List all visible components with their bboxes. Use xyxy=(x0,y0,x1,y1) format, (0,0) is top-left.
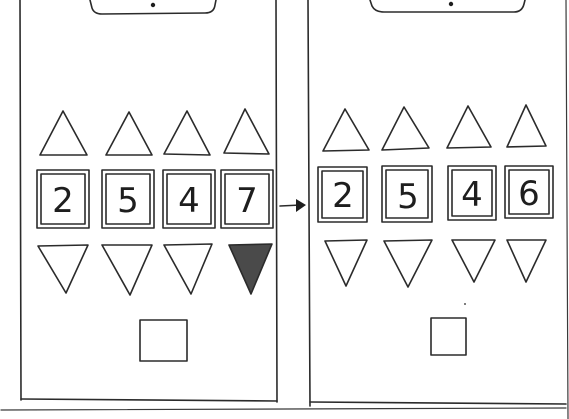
panel-before: 2 5 4 7 xyxy=(19,0,278,403)
panel-after-display-dot xyxy=(448,1,454,7)
digit-value: 5 xyxy=(117,181,139,221)
down-arrow-button[interactable] xyxy=(37,244,89,294)
up-arrow-button[interactable] xyxy=(39,110,88,156)
panel-before-up-arrows[interactable] xyxy=(39,108,270,156)
digit-box-inner xyxy=(508,169,550,215)
digit-box xyxy=(317,166,368,223)
digit-box xyxy=(220,169,274,229)
panel-after-submit-button[interactable] xyxy=(430,317,467,356)
down-arrow-button[interactable] xyxy=(383,239,433,288)
up-arrow-button[interactable] xyxy=(223,108,270,155)
digit-box-inner xyxy=(40,173,86,225)
digit-value: 5 xyxy=(397,177,419,217)
digit-box-inner xyxy=(105,173,151,225)
up-arrow-button[interactable] xyxy=(381,106,430,151)
digit-value: 4 xyxy=(178,181,200,221)
digit-box xyxy=(381,165,433,223)
panel-before-left-border xyxy=(19,0,22,401)
panel-before-display-dot xyxy=(150,2,156,8)
digit-box-inner xyxy=(451,169,493,217)
down-arrow-button[interactable] xyxy=(101,244,153,296)
panel-after-left-border xyxy=(307,0,311,407)
down-arrow-button[interactable] xyxy=(506,239,547,283)
digit-box-inner xyxy=(166,173,212,225)
digit-value: 7 xyxy=(236,181,258,221)
panel-before-down-arrows[interactable] xyxy=(37,243,273,296)
panel-before-submit-button[interactable] xyxy=(139,319,188,362)
digit-box-inner xyxy=(321,170,364,219)
panel-before-top-display xyxy=(89,0,217,15)
digit-box xyxy=(504,165,554,219)
digit-value: 6 xyxy=(518,174,540,214)
down-arrow-button[interactable] xyxy=(451,239,496,283)
panel-after: 2 5 4 6 xyxy=(307,0,567,407)
up-arrow-button[interactable] xyxy=(446,105,492,149)
panel-after-down-arrows[interactable] xyxy=(324,239,547,288)
up-arrow-button[interactable] xyxy=(322,108,370,152)
right-arrow-icon xyxy=(279,199,306,212)
panel-before-right-border xyxy=(275,0,278,403)
digit-box xyxy=(101,169,155,229)
digit-box xyxy=(447,165,497,221)
down-arrow-button[interactable] xyxy=(324,239,368,287)
down-arrow-button[interactable] xyxy=(163,243,213,295)
digit-box-inner xyxy=(224,173,270,225)
panel-before-digit-boxes: 2 5 4 7 xyxy=(36,169,274,229)
panel-after-bottom-border xyxy=(309,401,567,405)
panel-after-top-display xyxy=(369,0,526,13)
panel-after-digit-boxes: 2 5 4 6 xyxy=(317,165,554,223)
up-arrow-button[interactable] xyxy=(163,110,211,156)
digit-box xyxy=(36,169,90,229)
digit-value: 2 xyxy=(332,176,354,216)
digit-box xyxy=(162,169,216,229)
panel-after-up-arrows[interactable] xyxy=(322,104,547,152)
down-arrow-button-pressed[interactable] xyxy=(228,243,273,295)
digit-value: 2 xyxy=(52,181,74,221)
digit-box-inner xyxy=(385,169,429,219)
panel-before-bottom-border xyxy=(20,398,278,402)
digit-value: 4 xyxy=(461,175,483,215)
up-arrow-button[interactable] xyxy=(506,104,547,148)
pencil-speck xyxy=(464,303,466,305)
up-arrow-button[interactable] xyxy=(105,111,153,156)
